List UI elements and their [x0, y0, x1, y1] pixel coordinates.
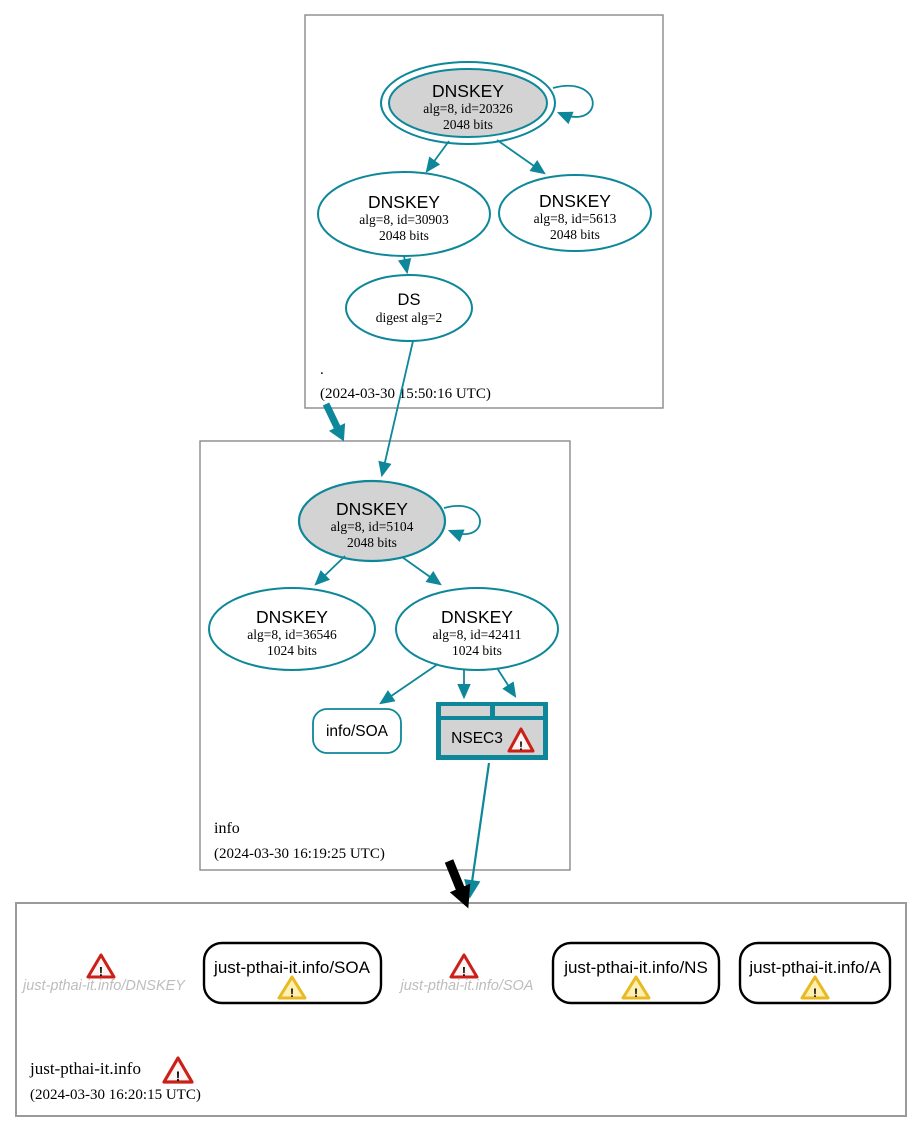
- target-ns-node[interactable]: just-pthai-it.info/NS !: [551, 941, 721, 1005]
- edge-zsk1-to-ds: [397, 255, 412, 275]
- target-ns-rect: [551, 941, 721, 1005]
- root-ksk-title: DNSKEY: [432, 81, 504, 101]
- svg-text:!: !: [634, 986, 638, 1000]
- root-zone-label: .: [320, 362, 324, 378]
- info-ksk-node[interactable]: DNSKEY alg=8, id=5104 2048 bits: [297, 479, 447, 563]
- root-zsk2-detail1: alg=8, id=5613: [534, 211, 617, 226]
- target-soa-node[interactable]: just-pthai-it.info/SOA !: [202, 941, 383, 1005]
- info-ksk-title: DNSKEY: [336, 499, 408, 519]
- root-zsk1-detail1: alg=8, id=30903: [359, 212, 449, 227]
- info-ksk-ellipse: [297, 479, 447, 563]
- delegation-arrow-info-to-target: [444, 859, 471, 909]
- info-zone-label: info: [214, 820, 240, 837]
- edge-zsk2-to-nsec3-right: [496, 667, 517, 698]
- zone-box-root: [304, 14, 664, 409]
- target-zone-label: just-pthai-it.info: [29, 1059, 141, 1078]
- info-ksk-detail1: alg=8, id=5104: [331, 519, 414, 534]
- root-zsk1-title: DNSKEY: [368, 192, 440, 212]
- info-zsk1-title: DNSKEY: [256, 607, 328, 627]
- target-a-rect: [738, 941, 892, 1005]
- target-dnskey-negative-label: just-pthai-it.info/DNSKEY: [21, 978, 186, 994]
- svg-text:!: !: [176, 1069, 181, 1084]
- info-ksk-detail2: 2048 bits: [347, 535, 397, 550]
- info-zsk1-detail2: 1024 bits: [267, 643, 317, 658]
- info-soa-rect: [312, 708, 402, 754]
- svg-text:!: !: [462, 965, 466, 979]
- root-zone-timestamp: (2024-03-30 15:50:16 UTC): [320, 386, 491, 402]
- warning-icon: !: [277, 975, 307, 1000]
- info-zsk1-detail1: alg=8, id=36546: [247, 627, 337, 642]
- info-soa-node[interactable]: info/SOA: [312, 708, 402, 754]
- info-zone-timestamp: (2024-03-30 16:19:25 UTC): [214, 846, 385, 862]
- root-ksk-selfsign-edge: [552, 85, 594, 125]
- warning-icon: !: [621, 975, 651, 1000]
- root-zsk2-detail2: 2048 bits: [550, 227, 600, 242]
- info-zsk2-title: DNSKEY: [441, 607, 513, 627]
- svg-text:!: !: [519, 739, 523, 753]
- nsec3-cell-right: [495, 706, 543, 716]
- info-zsk2-ellipse: [395, 587, 559, 671]
- warning-icon: !: [800, 975, 830, 1000]
- edge-rootksk-to-zsk2: [496, 139, 546, 175]
- target-soa-negative-label: just-pthai-it.info/SOA: [399, 978, 534, 994]
- root-zsk2-title: DNSKEY: [539, 191, 611, 211]
- zone-box-info: [199, 440, 571, 871]
- nsec3-error-icon: !: [507, 727, 535, 753]
- edge-ds-to-infoksk: [378, 340, 414, 478]
- root-ds-detail1: digest alg=2: [376, 310, 442, 325]
- delegation-arrow-root-to-info: [322, 402, 346, 442]
- root-zsk2-node[interactable]: DNSKEY alg=8, id=5613 2048 bits: [498, 174, 652, 252]
- root-ksk-node[interactable]: DNSKEY alg=8, id=20326 2048 bits: [380, 61, 556, 145]
- target-soa-negative-node[interactable]: ! just-pthai-it.info/SOA: [399, 953, 534, 994]
- svg-text:!: !: [813, 986, 817, 1000]
- edge-zsk2-to-soa: [379, 663, 439, 705]
- info-soa-label: info/SOA: [326, 723, 389, 740]
- zone-box-target: [15, 902, 907, 1117]
- root-zsk1-detail2: 2048 bits: [379, 228, 429, 243]
- error-icon: !: [449, 953, 479, 979]
- error-icon: !: [86, 953, 116, 979]
- target-ns-label: just-pthai-it.info/NS: [563, 958, 708, 977]
- nsec3-cell-left: [441, 706, 490, 716]
- root-ksk-detail2: 2048 bits: [443, 117, 493, 132]
- root-ds-title: DS: [398, 291, 421, 309]
- svg-text:!: !: [290, 986, 294, 1000]
- info-zsk2-detail1: alg=8, id=42411: [433, 627, 522, 642]
- target-soa-label: just-pthai-it.info/SOA: [213, 958, 371, 977]
- target-zone-timestamp: (2024-03-30 16:20:15 UTC): [30, 1087, 201, 1103]
- root-ksk-detail1: alg=8, id=20326: [423, 101, 513, 116]
- info-zsk1-ellipse: [208, 587, 376, 671]
- target-a-node[interactable]: just-pthai-it.info/A !: [738, 941, 892, 1005]
- root-ksk-inner-ring: [388, 68, 548, 138]
- info-ksk-selfsign-edge: [443, 505, 481, 542]
- edge-infoksk-to-zsk1: [314, 555, 346, 586]
- target-a-label: just-pthai-it.info/A: [748, 958, 881, 977]
- info-nsec3-node[interactable]: NSEC3 !: [436, 702, 548, 760]
- info-zsk2-node[interactable]: DNSKEY alg=8, id=42411 1024 bits: [395, 587, 559, 671]
- edge-rootksk-to-zsk1: [425, 140, 450, 173]
- target-dnskey-negative-node[interactable]: ! just-pthai-it.info/DNSKEY: [21, 953, 186, 994]
- root-ds-node[interactable]: DS digest alg=2: [345, 274, 473, 342]
- info-zsk1-node[interactable]: DNSKEY alg=8, id=36546 1024 bits: [208, 587, 376, 671]
- root-zsk1-node[interactable]: DNSKEY alg=8, id=30903 2048 bits: [317, 171, 491, 257]
- svg-text:!: !: [99, 965, 103, 979]
- root-zsk2-ellipse: [498, 174, 652, 252]
- target-zone-error-icon: !: [162, 1056, 194, 1084]
- info-zsk2-detail2: 1024 bits: [452, 643, 502, 658]
- nsec3-label: NSEC3: [451, 730, 503, 747]
- target-soa-rect: [202, 941, 383, 1005]
- edge-nsec3-to-target: [464, 762, 491, 899]
- edge-infoksk-to-zsk2: [401, 556, 442, 586]
- root-ds-ellipse: [345, 274, 473, 342]
